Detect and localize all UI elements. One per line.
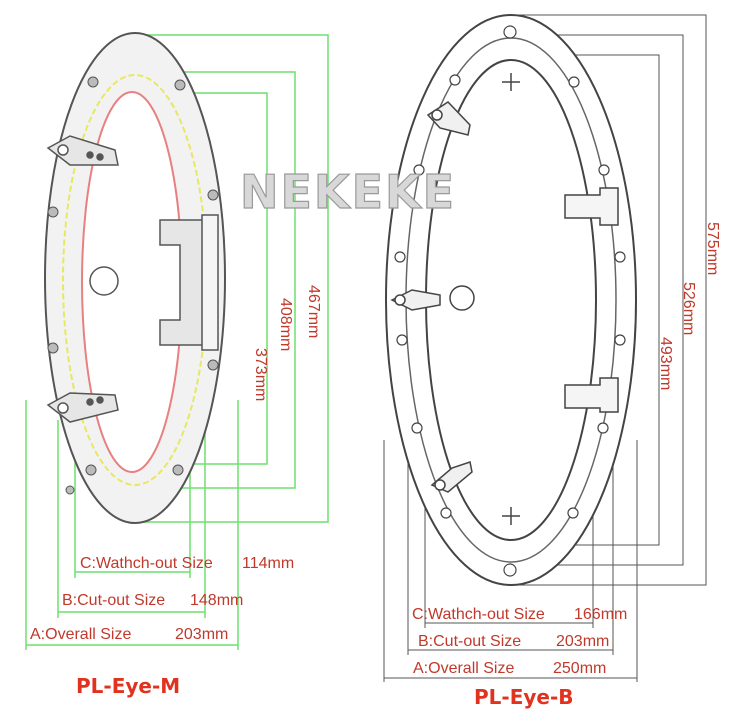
b-watchout-label: C:Wathch-out Size [412,606,545,623]
b-bolt-holes [394,25,626,577]
m-center-hole [89,266,119,296]
m-hinge [159,214,219,351]
m-labels: 467mm 408mm 373mm C:Wathch-out Size 114m… [30,285,322,698]
pl-eye-b-drawing [383,14,707,682]
b-height-cutout: 526mm [680,282,697,335]
b-overall-label: A:Overall Size [413,660,514,677]
b-overall-value: 250mm [553,660,606,677]
b-height-overall: 575mm [704,222,721,275]
b-model-name: PL-Eye-B [474,685,574,709]
m-height-watchout: 373mm [252,348,269,401]
m-watchout-label: C:Wathch-out Size [80,555,213,572]
m-bolt-holes [47,76,219,495]
m-model-name: PL-Eye-M [76,674,180,698]
b-cutout-value: 203mm [556,633,609,650]
b-watchout-value: 166mm [574,606,627,623]
b-crosshairs [502,73,520,525]
m-watchout-value: 114mm [242,555,294,572]
b-height-watchout: 493mm [657,337,674,390]
brand-watermark: NEKEKE [240,165,456,219]
b-height-dimension-lines [510,14,707,586]
m-height-cutout: 408mm [277,298,294,351]
m-overall-label: A:Overall Size [30,626,131,643]
m-cutout-label: B:Cut-out Size [62,592,165,609]
b-hinges [564,187,619,413]
m-height-dimension-lines [135,34,329,523]
b-center-hole [449,285,475,311]
m-cutout-value: 148mm [190,592,243,609]
m-overall-value: 203mm [175,626,228,643]
pl-eye-m-drawing [25,32,329,650]
b-labels: 575mm 526mm 493mm C:Wathch-out Size 166m… [412,222,721,709]
b-latches [390,101,473,493]
m-latches [46,135,119,423]
b-cutout-label: B:Cut-out Size [418,633,521,650]
m-height-overall: 467mm [305,285,322,338]
